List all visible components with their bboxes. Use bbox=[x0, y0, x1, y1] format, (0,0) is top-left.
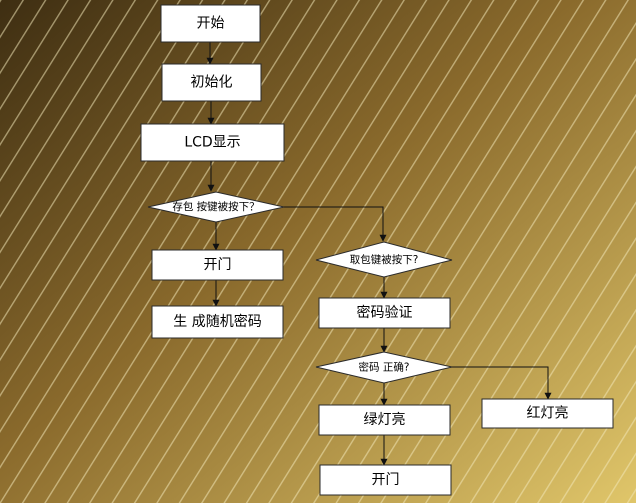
node-store-question: 存包 按键被按下？ bbox=[147, 191, 285, 223]
edge-storeq-takeq bbox=[284, 206, 387, 242]
node-init-label: 初始化 bbox=[191, 74, 233, 91]
node-green-light-label: 绿灯亮 bbox=[364, 411, 406, 428]
node-take-question-label: 取包键被按下? bbox=[350, 253, 419, 266]
edges bbox=[206, 42, 552, 466]
node-start: 开始 bbox=[160, 4, 261, 43]
node-start-label: 开始 bbox=[197, 16, 225, 32]
node-open-door-2-label: 开门 bbox=[372, 472, 400, 488]
node-store-question-label: 存包 按键被按下？ bbox=[172, 200, 259, 213]
node-red-light: 红灯亮 bbox=[481, 398, 614, 429]
node-green-light: 绿灯亮 bbox=[318, 404, 451, 436]
node-verify: 密码验证 bbox=[318, 297, 451, 329]
node-generate-password: 生 成随机密码 bbox=[151, 305, 284, 339]
node-take-question: 取包键被按下? bbox=[315, 241, 453, 278]
node-lcd: LCD显示 bbox=[140, 123, 285, 162]
node-correct-question: 密码 正确? bbox=[315, 351, 453, 384]
node-generate-password-label: 生 成随机密码 bbox=[173, 313, 261, 330]
node-open-door-2: 开门 bbox=[319, 464, 452, 496]
node-verify-label: 密码验证 bbox=[357, 304, 413, 321]
node-open-door-1: 开门 bbox=[151, 249, 284, 281]
node-open-door-1-label: 开门 bbox=[204, 257, 232, 273]
node-red-light-label: 红灯亮 bbox=[527, 405, 569, 422]
node-init: 初始化 bbox=[161, 63, 262, 102]
node-lcd-label: LCD显示 bbox=[184, 135, 240, 151]
edge-correctq-red bbox=[452, 366, 552, 400]
node-correct-question-label: 密码 正确? bbox=[359, 361, 410, 374]
